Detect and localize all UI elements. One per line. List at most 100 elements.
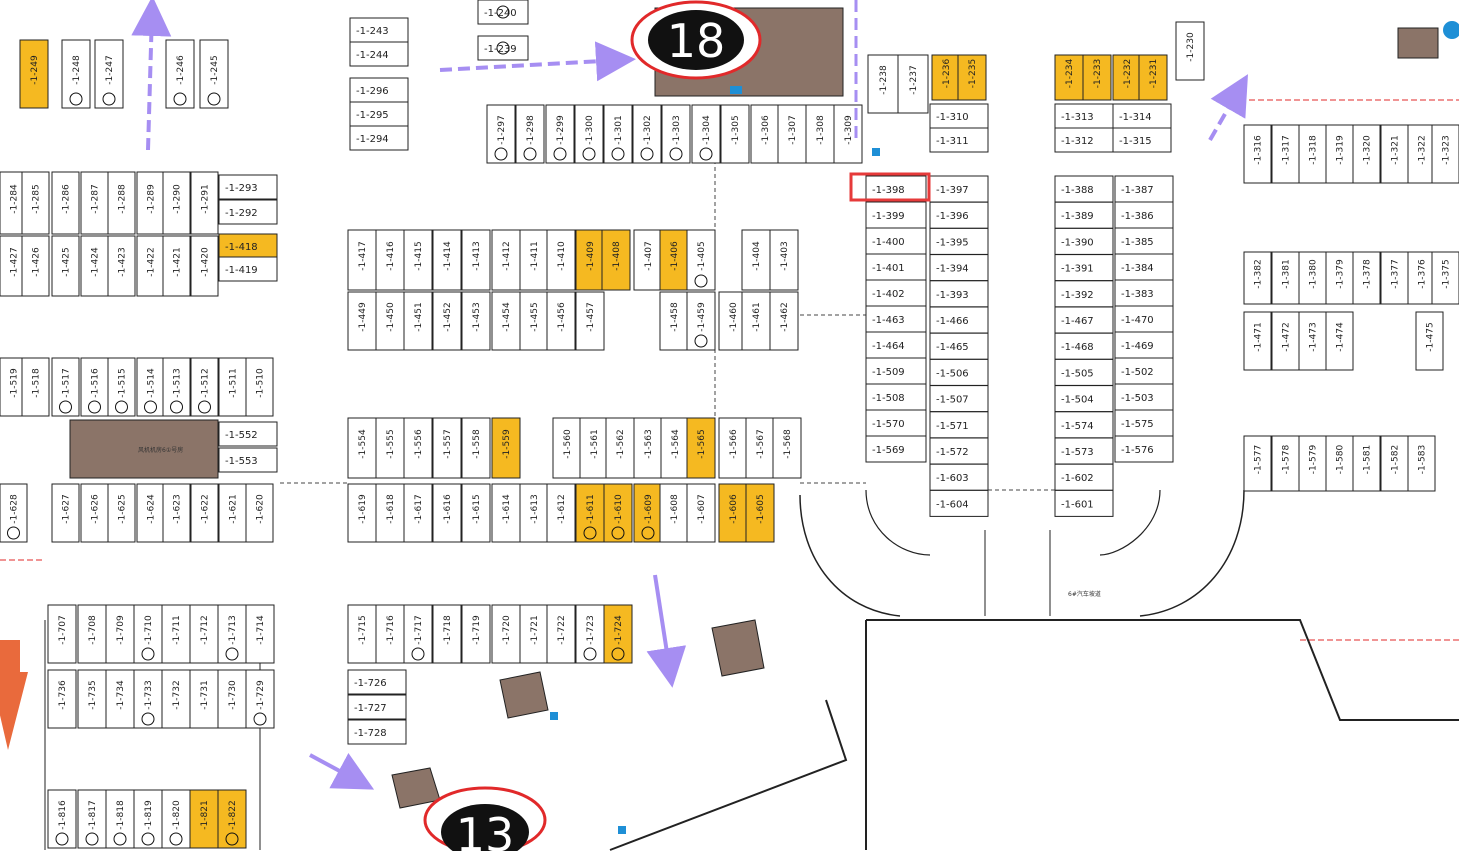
parking-space[interactable]: -1-461 — [741, 291, 771, 351]
parking-space[interactable]: -1-516 — [80, 357, 109, 417]
parking-space[interactable]: -1-317 — [1271, 124, 1300, 184]
parking-space[interactable]: -1-709 — [105, 604, 135, 664]
parking-space[interactable]: -1-817 — [77, 789, 107, 849]
parking-space[interactable]: -1-394 — [929, 254, 989, 282]
parking-space[interactable]: -1-617 — [403, 483, 433, 543]
parking-space[interactable]: -1-423 — [107, 235, 136, 297]
parking-space[interactable]: -1-318 — [1298, 124, 1327, 184]
parking-space[interactable]: -1-504 — [1054, 385, 1114, 413]
parking-space[interactable]: -1-385 — [1114, 227, 1174, 255]
parking-space[interactable]: -1-424 — [80, 235, 109, 297]
parking-space[interactable]: -1-300 — [574, 104, 604, 164]
parking-space[interactable]: -1-459 — [686, 291, 716, 351]
parking-space[interactable]: -1-239 — [477, 35, 529, 61]
parking-space[interactable]: -1-285 — [21, 171, 50, 235]
parking-space[interactable]: -1-454 — [491, 291, 521, 351]
parking-space[interactable]: -1-323 — [1431, 124, 1459, 184]
parking-space[interactable]: -1-624 — [136, 483, 165, 543]
parking-space[interactable]: -1-417 — [347, 229, 377, 291]
parking-space[interactable]: -1-723 — [575, 604, 605, 664]
parking-space[interactable]: -1-315 — [1112, 127, 1172, 153]
parking-space[interactable]: -1-510 — [245, 357, 274, 417]
parking-space[interactable]: -1-453 — [461, 291, 491, 351]
parking-space[interactable]: -1-238 — [867, 54, 899, 114]
parking-space[interactable]: -1-414 — [432, 229, 462, 291]
parking-space[interactable]: -1-606 — [718, 483, 748, 543]
parking-space[interactable]: -1-289 — [136, 171, 165, 235]
parking-space[interactable]: -1-409 — [575, 229, 605, 291]
parking-space[interactable]: -1-415 — [403, 229, 433, 291]
parking-space[interactable]: -1-816 — [47, 789, 77, 849]
parking-space[interactable]: -1-732 — [161, 669, 191, 729]
parking-space[interactable]: -1-469 — [1114, 331, 1174, 359]
parking-space[interactable]: -1-398 — [865, 175, 927, 203]
parking-space[interactable]: -1-412 — [491, 229, 521, 291]
parking-space[interactable]: -1-293 — [218, 174, 278, 200]
parking-space[interactable]: -1-455 — [519, 291, 549, 351]
parking-space[interactable]: -1-553 — [218, 447, 278, 473]
parking-space[interactable]: -1-465 — [929, 332, 989, 360]
parking-space[interactable]: -1-418 — [218, 233, 278, 259]
parking-space[interactable]: -1-607 — [686, 483, 716, 543]
parking-space[interactable]: -1-381 — [1271, 251, 1300, 305]
parking-space[interactable]: -1-508 — [865, 383, 927, 411]
parking-space[interactable]: -1-290 — [162, 171, 191, 235]
parking-space[interactable]: -1-515 — [107, 357, 136, 417]
parking-space[interactable]: -1-518 — [21, 357, 50, 417]
parking-space[interactable]: -1-578 — [1271, 435, 1300, 492]
parking-space[interactable]: -1-391 — [1054, 254, 1114, 282]
parking-space[interactable]: -1-717 — [403, 604, 433, 664]
parking-space[interactable]: -1-628 — [0, 483, 28, 543]
marker-13[interactable]: 13 — [423, 786, 547, 851]
parking-space[interactable]: -1-719 — [461, 604, 491, 664]
parking-space[interactable]: -1-246 — [165, 39, 195, 109]
parking-space[interactable]: -1-721 — [519, 604, 549, 664]
parking-space[interactable]: -1-243 — [349, 17, 409, 43]
parking-space[interactable]: -1-712 — [189, 604, 219, 664]
parking-space[interactable]: -1-316 — [1243, 124, 1272, 184]
parking-space[interactable]: -1-390 — [1054, 227, 1114, 255]
parking-space[interactable]: -1-575 — [1114, 409, 1174, 437]
parking-space[interactable]: -1-711 — [161, 604, 191, 664]
parking-space[interactable]: -1-618 — [375, 483, 405, 543]
parking-space[interactable]: -1-376 — [1407, 251, 1436, 305]
marker-18[interactable]: 18 — [630, 0, 762, 80]
parking-space[interactable]: -1-506 — [929, 358, 989, 386]
parking-space[interactable]: -1-619 — [347, 483, 377, 543]
parking-space[interactable]: -1-626 — [80, 483, 109, 543]
parking-space[interactable]: -1-557 — [432, 417, 462, 479]
parking-space[interactable]: -1-404 — [741, 229, 771, 291]
parking-space[interactable]: -1-291 — [190, 171, 219, 235]
parking-space[interactable]: -1-305 — [720, 104, 750, 164]
parking-space[interactable]: -1-321 — [1380, 124, 1409, 184]
parking-space[interactable]: -1-555 — [375, 417, 405, 479]
parking-space[interactable]: -1-452 — [432, 291, 462, 351]
parking-space[interactable]: -1-248 — [61, 39, 91, 109]
parking-space[interactable]: -1-613 — [519, 483, 549, 543]
parking-space[interactable]: -1-377 — [1380, 251, 1409, 305]
parking-space[interactable]: -1-387 — [1114, 175, 1174, 203]
parking-space[interactable]: -1-244 — [349, 41, 409, 67]
parking-space[interactable]: -1-605 — [745, 483, 775, 543]
parking-space[interactable]: -1-419 — [218, 256, 278, 282]
parking-space[interactable]: -1-405 — [686, 229, 716, 291]
parking-space[interactable]: -1-298 — [515, 104, 545, 164]
parking-space[interactable]: -1-410 — [546, 229, 576, 291]
info-icon[interactable] — [1443, 21, 1459, 39]
parking-space[interactable]: -1-308 — [805, 104, 835, 164]
parking-space[interactable]: -1-319 — [1325, 124, 1354, 184]
parking-space[interactable]: -1-722 — [546, 604, 576, 664]
parking-space[interactable]: -1-572 — [929, 437, 989, 465]
parking-space[interactable]: -1-567 — [745, 417, 775, 479]
parking-space[interactable]: -1-466 — [929, 306, 989, 334]
parking-space[interactable]: -1-233 — [1082, 54, 1112, 101]
parking-space[interactable]: -1-408 — [601, 229, 631, 291]
parking-space[interactable]: -1-571 — [929, 411, 989, 439]
parking-space[interactable]: -1-411 — [519, 229, 549, 291]
parking-space[interactable]: -1-299 — [545, 104, 575, 164]
parking-space[interactable]: -1-563 — [633, 417, 663, 479]
parking-space[interactable]: -1-727 — [347, 694, 407, 720]
parking-space[interactable]: -1-402 — [865, 279, 927, 307]
parking-space[interactable]: -1-232 — [1112, 54, 1142, 101]
parking-space[interactable]: -1-234 — [1054, 54, 1084, 101]
